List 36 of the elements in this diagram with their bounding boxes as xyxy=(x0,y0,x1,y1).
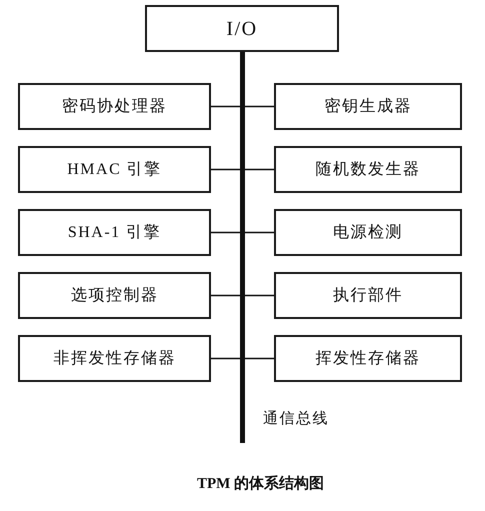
component-label: 随机数发生器 xyxy=(316,160,420,180)
component-label: 非挥发性存储器 xyxy=(53,348,176,368)
connector-line xyxy=(245,358,274,360)
component-box xyxy=(18,146,211,193)
component-box xyxy=(274,272,462,319)
component-box xyxy=(18,335,211,382)
component-box xyxy=(274,146,462,193)
figure-caption: TPM 的体系结构图 xyxy=(197,475,324,493)
component-box xyxy=(274,83,462,130)
component-label: 电源检测 xyxy=(333,222,403,242)
component-box xyxy=(18,83,211,130)
component-label: 密钥生成器 xyxy=(324,96,412,116)
connector-line xyxy=(245,168,274,170)
component-box xyxy=(274,335,462,382)
connector-line xyxy=(245,232,274,234)
connector-line xyxy=(211,358,240,360)
component-box xyxy=(274,209,462,256)
component-box xyxy=(145,5,339,52)
component-box xyxy=(18,209,211,256)
connector-line xyxy=(240,52,245,72)
component-label: 选项控制器 xyxy=(70,286,158,306)
connector-line xyxy=(211,106,240,108)
component-label: SHA-1 引擎 xyxy=(68,222,162,242)
connector-line xyxy=(245,106,274,108)
component-label: 挥发性存储器 xyxy=(316,348,420,368)
component-label: HMAC 引擎 xyxy=(67,160,162,180)
connector-line xyxy=(211,232,240,234)
component-box xyxy=(18,272,211,319)
connector-line xyxy=(211,168,240,170)
component-label: 密码协处理器 xyxy=(62,96,167,116)
bus-label: 通信总线 xyxy=(263,410,329,428)
bus-bar xyxy=(240,72,245,443)
component-label: 执行部件 xyxy=(333,286,403,306)
connector-line xyxy=(245,294,274,296)
component-label: I/O xyxy=(226,16,258,40)
connector-line xyxy=(211,294,240,296)
